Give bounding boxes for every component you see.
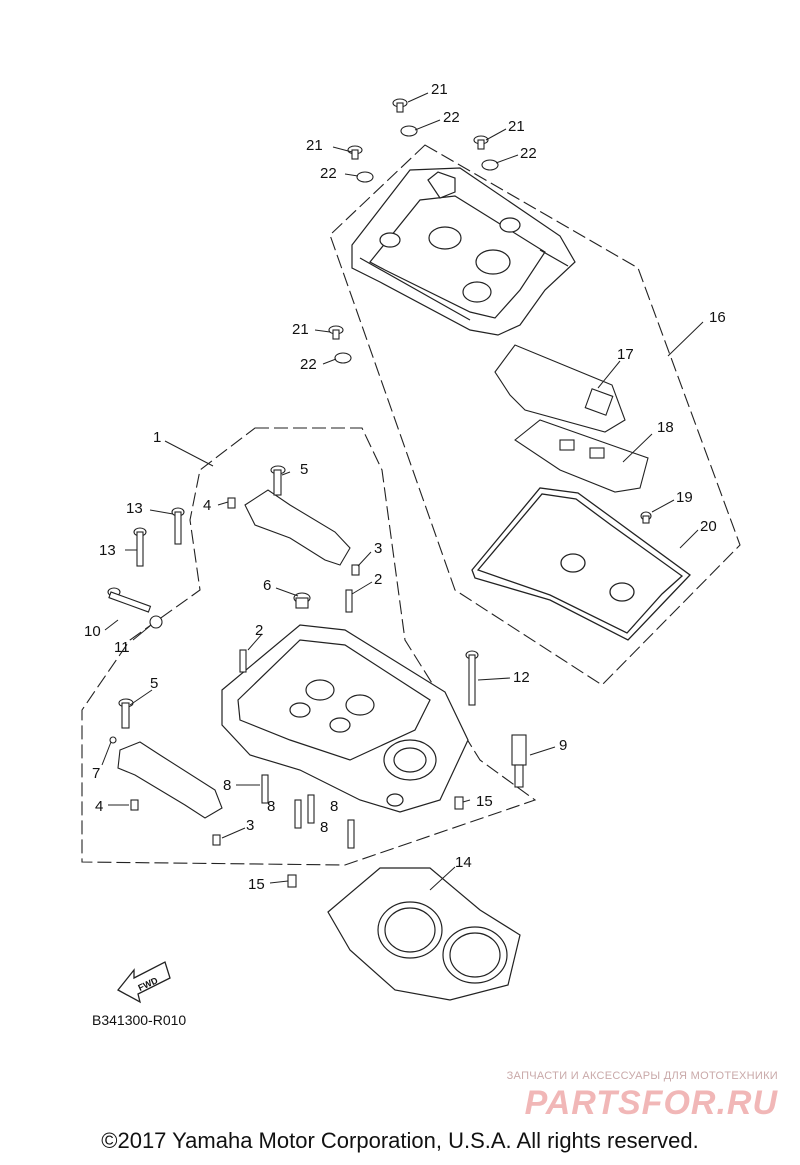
pin-2-a [345, 589, 353, 613]
callout-7: 7 [92, 765, 100, 782]
callout-6: 6 [263, 577, 271, 594]
bolt-19 [640, 511, 652, 524]
callout-12: 12 [513, 669, 530, 686]
cam-cap-upper [244, 489, 351, 566]
bolt-10 [107, 587, 152, 613]
callout-22: 22 [300, 356, 317, 373]
callout-15: 15 [476, 793, 493, 810]
stud-8-d [347, 819, 355, 849]
callout-labels: 21 22 21 22 21 22 21 22 16 17 18 19 20 1… [84, 81, 726, 893]
fasteners [107, 465, 527, 888]
cam-caps [117, 489, 351, 819]
callout-17: 17 [617, 346, 634, 363]
callout-16: 16 [709, 309, 726, 326]
plate-17 [494, 344, 626, 433]
group-outlines [81, 144, 741, 866]
washer-22-a [400, 125, 418, 137]
head-gasket-14 [327, 867, 521, 1001]
cylinder-head-group-outline [81, 427, 537, 866]
pin-2-b [239, 649, 247, 673]
callout-21: 21 [508, 118, 525, 135]
washer-22-c [481, 159, 499, 171]
bolt-13-a [171, 507, 185, 545]
dowel-15-b [287, 874, 297, 888]
pin-7 [109, 736, 117, 744]
callout-21: 21 [292, 321, 309, 338]
cam-cap-lower [117, 741, 223, 819]
washer-22-b [356, 171, 374, 183]
callout-22: 22 [320, 165, 337, 182]
bolt-12 [465, 650, 479, 706]
dowel-4-lower [130, 799, 139, 811]
callout-5: 5 [300, 461, 308, 478]
bolt-21-c [473, 135, 489, 150]
fwd-arrow-icon: FWD [117, 961, 171, 1004]
callout-8: 8 [267, 798, 275, 815]
callout-4: 4 [203, 497, 211, 514]
callout-13: 13 [126, 500, 143, 517]
spark-plug-9 [511, 734, 527, 788]
bolt-5-upper [270, 465, 286, 496]
callout-11: 11 [114, 639, 130, 656]
copyright-notice: ©2017 Yamaha Motor Corporation, U.S.A. A… [101, 1128, 699, 1153]
callout-8: 8 [330, 798, 338, 815]
washer-22-d [334, 352, 352, 364]
callout-2: 2 [255, 622, 263, 639]
callout-10: 10 [84, 623, 101, 640]
diagram-reference-code: B341300-R010 [92, 1012, 187, 1028]
dowel-3-lower [212, 834, 221, 846]
callout-22: 22 [520, 145, 537, 162]
bolt-13-b [133, 527, 147, 567]
breather-plates [494, 344, 652, 524]
callout-4: 4 [95, 798, 103, 815]
valve-cover [351, 167, 576, 336]
callout-2: 2 [374, 571, 382, 588]
callout-8: 8 [223, 777, 231, 794]
washer-11 [149, 615, 163, 629]
callout-15: 15 [248, 876, 265, 893]
callout-21: 21 [306, 137, 323, 154]
cover-bolts-and-washers [328, 98, 499, 364]
callout-5: 5 [150, 675, 158, 692]
bolt-21-b [347, 145, 363, 160]
valve-cover-gasket-20 [471, 487, 691, 641]
callout-19: 19 [676, 489, 693, 506]
callout-3: 3 [246, 817, 254, 834]
stud-8-c [307, 794, 315, 824]
plate-18 [514, 419, 649, 493]
leader-lines [101, 92, 704, 891]
callout-9: 9 [559, 737, 567, 754]
stud-8-a [261, 774, 269, 804]
dowel-15-a [454, 796, 464, 810]
callout-8: 8 [320, 819, 328, 836]
callout-13: 13 [99, 542, 116, 559]
callout-21: 21 [431, 81, 448, 98]
watermark-logo: PARTSFOR.RU [524, 1084, 778, 1122]
watermark-tagline: ЗАПЧАСТИ И АКСЕССУАРЫ ДЛЯ МОТОТЕХНИКИ [506, 1070, 778, 1082]
bolt-5-lower [118, 698, 134, 729]
stud-8-b [294, 799, 302, 829]
callout-14: 14 [455, 854, 472, 871]
callout-3: 3 [374, 540, 382, 557]
callout-1: 1 [153, 429, 161, 446]
dowel-3-upper [351, 564, 360, 576]
cylinder-head [221, 624, 469, 813]
callout-20: 20 [700, 518, 717, 535]
bolt-21-d [328, 325, 344, 340]
bolt-21-a [392, 98, 408, 113]
callout-18: 18 [657, 419, 674, 436]
callout-22: 22 [443, 109, 460, 126]
dowel-4-upper [227, 497, 236, 509]
